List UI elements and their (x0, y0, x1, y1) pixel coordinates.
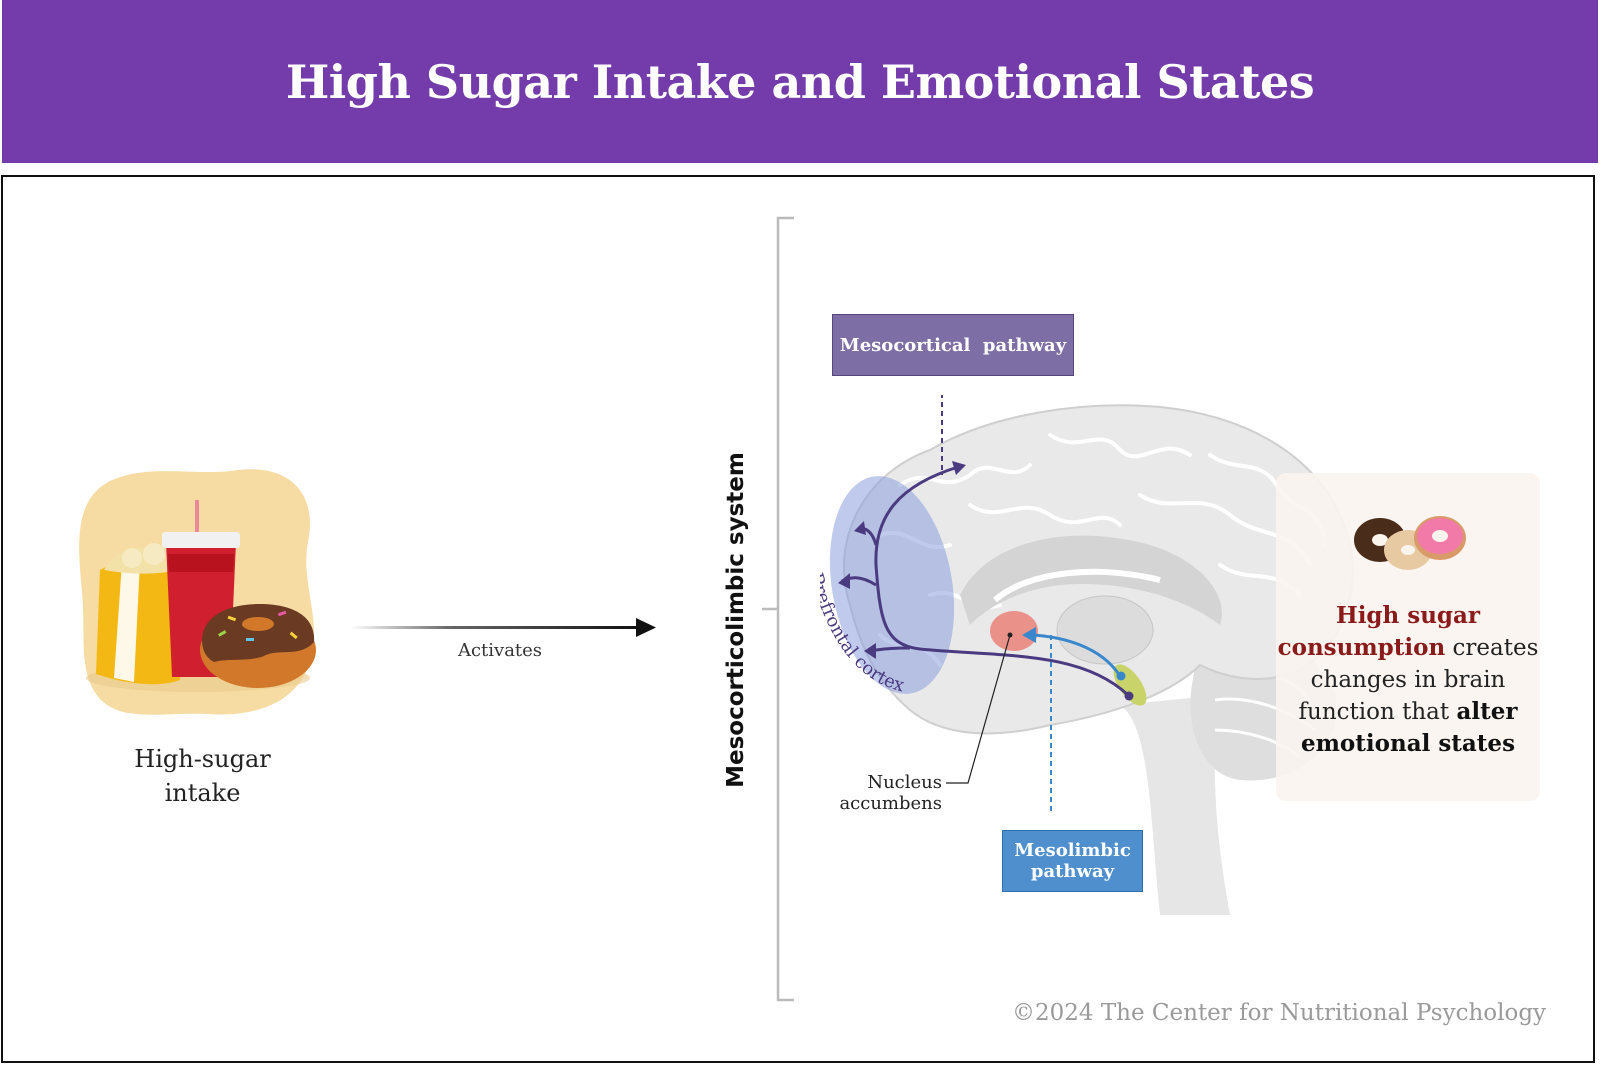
food-label: High-sugar intake (80, 742, 325, 810)
donuts-icon (1354, 516, 1466, 570)
system-bracket (762, 216, 794, 1002)
mesocortical-label: Mesocortical pathway (839, 334, 1067, 356)
header-banner: High Sugar Intake and Emotional States (2, 0, 1598, 163)
mesolimbic-label-line1: Mesolimbic (1014, 840, 1131, 861)
nucleus-label-line2: accumbens (839, 793, 942, 814)
activates-label: Activates (457, 640, 543, 661)
diagram-panel (1, 175, 1595, 1063)
system-label: Mesocorticolimbic system (723, 452, 749, 788)
nucleus-label-line1: Nucleus (867, 772, 942, 793)
nucleus-accumbens-label: Nucleus accumbens (826, 772, 942, 814)
food-label-line1: High-sugar (134, 745, 271, 773)
mesolimbic-pathway-box: Mesolimbic pathway (1002, 830, 1143, 892)
copyright: ©2024 The Center for Nutritional Psychol… (1012, 1000, 1547, 1026)
mesolimbic-label-line2: pathway (1030, 861, 1115, 882)
info-bold: alter emotional states (1300, 698, 1518, 757)
info-highlight: High sugar consumption (1277, 602, 1481, 661)
mesocortical-pathway-box: Mesocortical pathway (832, 314, 1074, 376)
food-label-line2: intake (164, 779, 241, 807)
junk-food-illustration (79, 469, 316, 715)
info-text: High sugar consumption creates changes i… (1276, 600, 1540, 760)
info-middle: creates changes in brain function that (1298, 635, 1539, 725)
info-card (1276, 473, 1540, 801)
activates-arrow (350, 618, 656, 637)
page-title: High Sugar Intake and Emotional States (285, 54, 1315, 109)
